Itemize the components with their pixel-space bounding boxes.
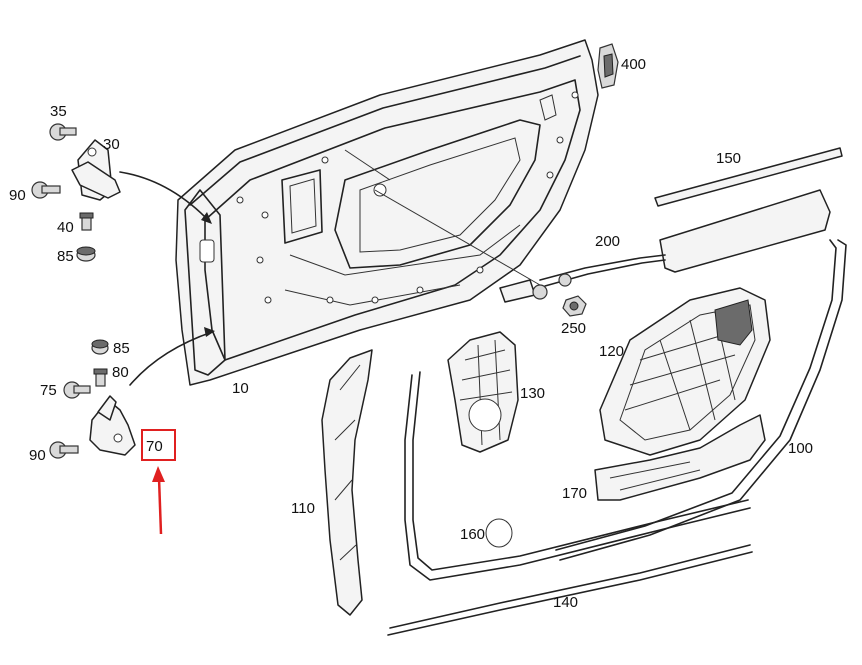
label-110: 110: [291, 500, 315, 517]
nut-part-250: [562, 295, 587, 317]
arrow-lower-head: [204, 327, 215, 337]
label-120: 120: [599, 343, 624, 360]
label-150: 150: [716, 150, 741, 167]
seal-part-100: [555, 239, 847, 561]
label-90-lower: 90: [29, 447, 46, 464]
label-75: 75: [40, 382, 57, 399]
bracket-part-170: [594, 414, 766, 501]
bolt-part-35: [49, 123, 77, 141]
label-85-upper: 85: [57, 248, 74, 265]
bolt-part-90-upper: [31, 181, 61, 199]
highlight-box: [141, 429, 176, 461]
bolt-part-75: [63, 381, 91, 399]
label-40: 40: [57, 219, 74, 236]
label-140: 140: [553, 594, 578, 611]
trim-part-110: [321, 349, 373, 616]
label-130: 130: [520, 385, 545, 402]
label-30: 30: [103, 136, 120, 153]
label-35: 35: [50, 103, 67, 120]
label-100: 100: [788, 440, 813, 457]
arrow-upper-head: [201, 212, 212, 224]
plug-part-160: [485, 518, 513, 548]
cover-part-130: [447, 331, 519, 453]
label-90-upper: 90: [9, 187, 26, 204]
cap-part-400: [597, 43, 619, 89]
highlight-arrow-head: [152, 466, 165, 482]
label-250: 250: [561, 320, 586, 337]
label-10: 10: [232, 380, 249, 397]
label-85-lower: 85: [113, 340, 130, 357]
arrow-upper: [119, 171, 211, 223]
label-160: 160: [460, 526, 485, 543]
upper-hinge-part-30: [71, 139, 121, 201]
plug-part-85-lower: [91, 339, 109, 355]
label-200: 200: [595, 233, 620, 250]
label-400: 400: [621, 56, 646, 73]
arrow-lower: [129, 331, 213, 386]
leader-line: [374, 189, 541, 286]
strip-part-150: [654, 147, 843, 207]
leader-line: [344, 149, 391, 181]
highlight-arrow: [157, 477, 163, 535]
pin-part-40: [79, 212, 94, 231]
carrier-part-120: [599, 287, 771, 456]
plug-part-85-upper: [76, 246, 96, 262]
seal-part-140: [387, 371, 753, 636]
label-80: 80: [112, 364, 129, 381]
label-70: 70: [146, 438, 163, 455]
lower-hinge-part-70: [89, 395, 136, 456]
bolt-part-90-lower: [49, 441, 79, 459]
label-170: 170: [562, 485, 587, 502]
door-shell-part: [175, 39, 599, 386]
pin-part-80: [93, 368, 108, 387]
cable-part-200: [499, 189, 831, 303]
